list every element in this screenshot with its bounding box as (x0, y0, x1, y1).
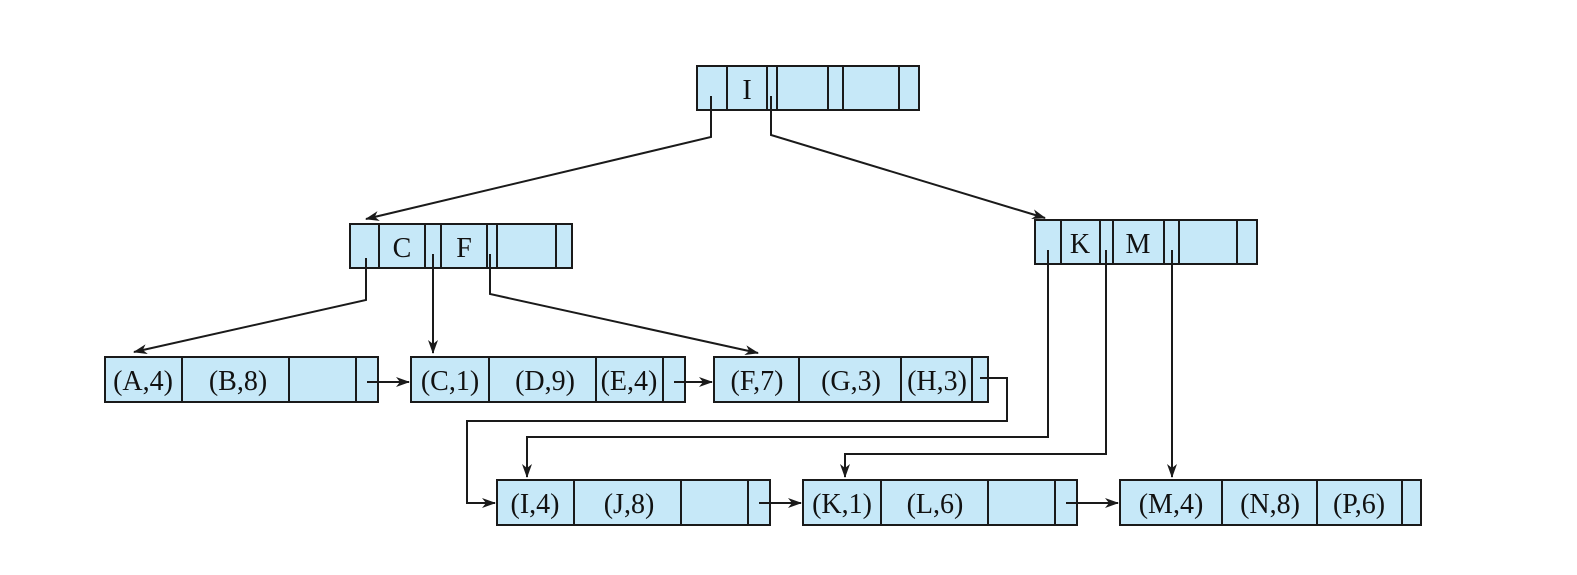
leaf-3-entry-3: (H,3) (907, 366, 967, 397)
pointer-left-to-leaf-3 (489, 254, 759, 356)
internal-left-key-1: C (393, 233, 412, 264)
leaf-node-2: (C,1) (D,9) (E,4) (410, 356, 686, 403)
leaf-node-5: (K,1) (L,6) (802, 479, 1078, 526)
leaf-4-entry-2: (J,8) (604, 489, 655, 520)
leaf-5-entry-1: (K,1) (812, 489, 872, 520)
leaf-1-entry-1: (A,4) (113, 366, 173, 397)
leaf-node-4: (I,4) (J,8) (496, 479, 771, 526)
sibling-pointer-3-4 (466, 377, 1008, 508)
leaf-node-6: (M,4) (N,8) (P,6) (1119, 479, 1422, 526)
leaf-node-1: (A,4) (B,8) (104, 356, 379, 403)
root-node: I (696, 65, 920, 111)
pointer-right-to-leaf-4 (522, 250, 1049, 478)
pointer-left-to-leaf-1 (133, 258, 367, 355)
pointer-root-to-left (365, 96, 712, 221)
leaf-2-entry-3: (E,4) (601, 366, 658, 397)
internal-node-left: C F (349, 223, 573, 269)
root-key: I (742, 75, 751, 106)
leaf-5-entry-2: (L,6) (907, 489, 964, 520)
leaf-node-3: (F,7) (G,3) (H,3) (713, 356, 989, 403)
internal-node-right: K M (1034, 219, 1258, 265)
internal-left-key-2: F (456, 233, 472, 264)
pointer-right-to-leaf-5 (840, 250, 1107, 478)
leaf-2-entry-1: (C,1) (421, 366, 479, 397)
leaf-1-entry-2: (B,8) (209, 366, 267, 397)
leaf-3-entry-2: (G,3) (821, 366, 881, 397)
internal-right-key-2: M (1126, 229, 1151, 260)
leaf-6-entry-1: (M,4) (1139, 489, 1204, 520)
leaf-4-entry-1: (I,4) (511, 489, 560, 520)
pointer-root-to-right (770, 96, 1046, 220)
leaf-6-entry-3: (P,6) (1333, 489, 1385, 520)
leaf-3-entry-1: (F,7) (731, 366, 784, 397)
leaf-2-entry-2: (D,9) (515, 366, 575, 397)
internal-right-key-1: K (1070, 229, 1090, 260)
leaf-6-entry-2: (N,8) (1240, 489, 1300, 520)
